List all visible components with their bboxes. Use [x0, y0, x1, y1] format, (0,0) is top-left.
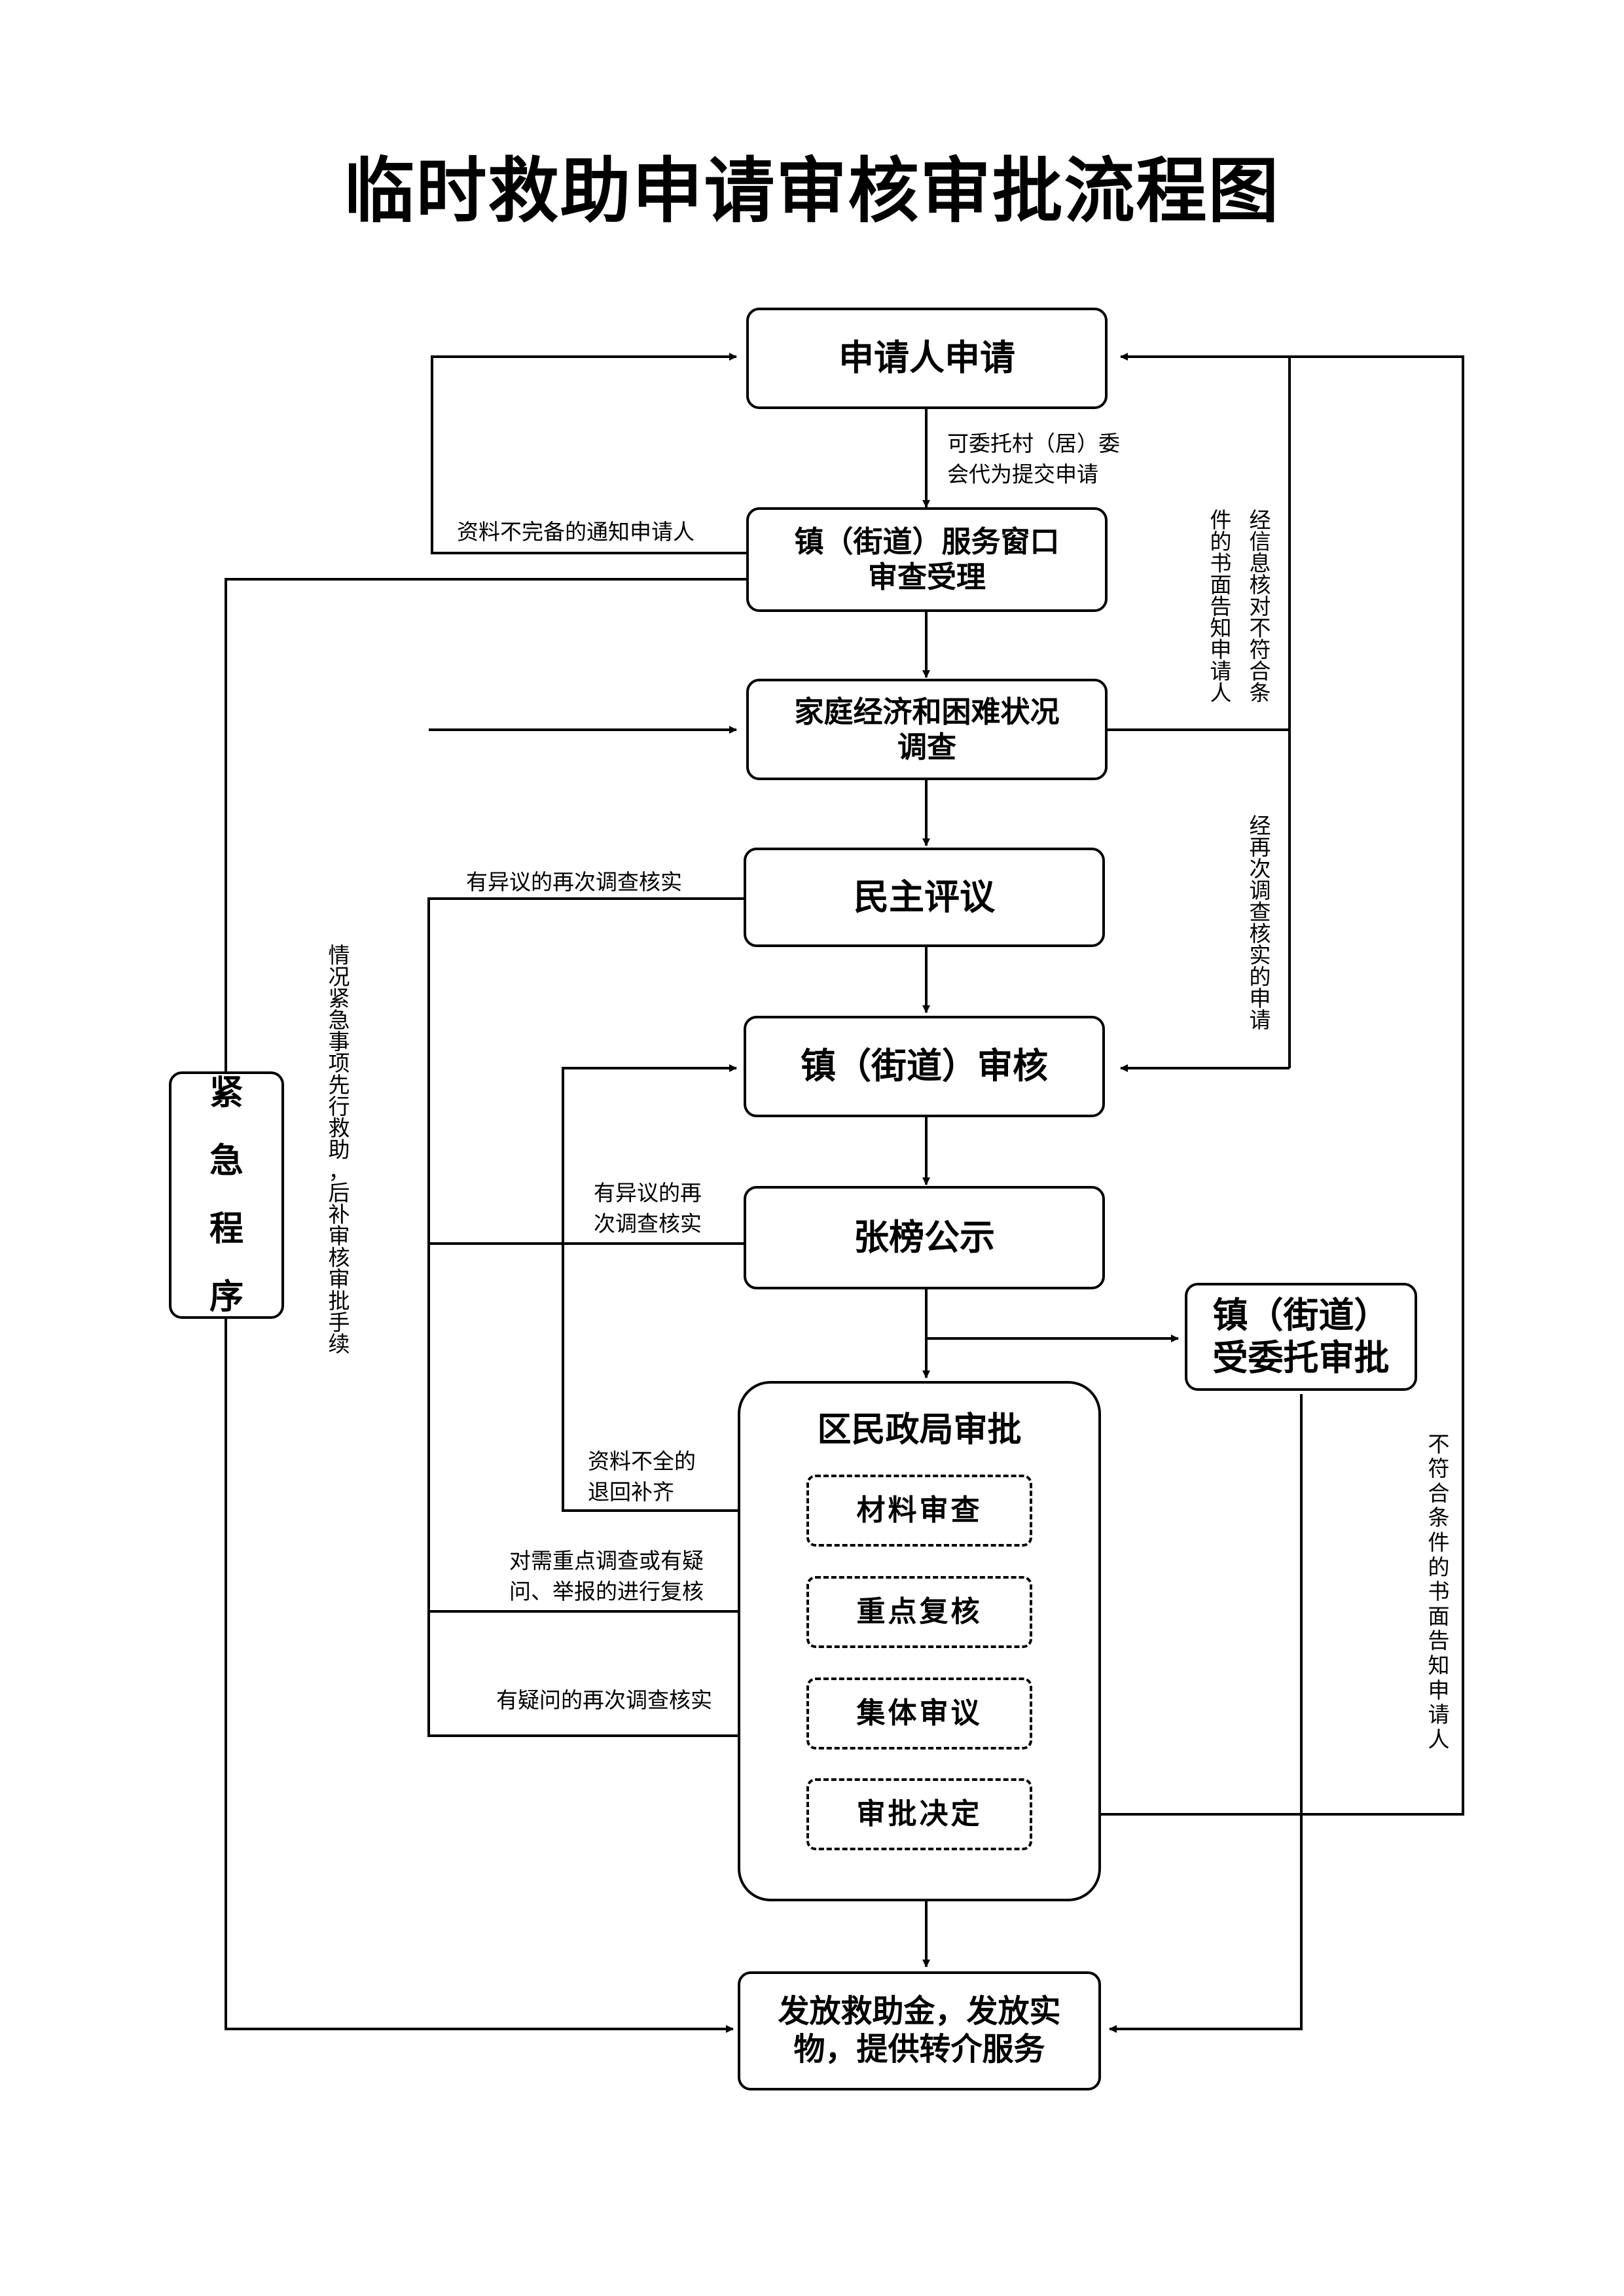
node-town-review: 镇（街道）审核 — [744, 1016, 1105, 1117]
arrow-decision-to-apply — [1033, 355, 1464, 1816]
arrow-emergency-to-issue — [225, 1319, 734, 2033]
label-entrust: 可委托村（居）委 会代为提交申请 — [947, 429, 1120, 490]
label-incomplete-notice-text: 资料不完备的通知申请人 — [457, 519, 695, 545]
page-title: 临时救助申请审核审批流程图 — [344, 150, 1280, 232]
node-democratic: 民主评议 — [744, 848, 1105, 947]
node-issue-line1: 发放救助金，发放实 — [778, 1993, 1061, 2030]
step-approval-decision: 审批决定 — [806, 1778, 1032, 1850]
label-info-check-col2: 件 的 书 面 告 知 申 请 人 — [1208, 488, 1234, 704]
node-town-review-label: 镇（街道）审核 — [801, 1045, 1048, 1087]
node-entrusted-approval: 镇（街道） 受委托审批 — [1185, 1283, 1417, 1391]
step-key-review-label: 重点复核 — [856, 1594, 983, 1628]
label-entrust-line1: 可委托村（居）委 — [947, 431, 1120, 456]
label-dispute2-line2: 次调查核实 — [594, 1210, 702, 1236]
label-resurvey-request: 经 再 次 调 查 核 实 的 申 请 — [1247, 793, 1273, 1031]
label-dispute2-line1: 有异议的再 — [594, 1180, 702, 1206]
node-emergency-label: 紧 急 程 序 — [209, 1073, 244, 1317]
node-survey-line1: 家庭经济和困难状况 — [794, 694, 1060, 729]
node-issue-aid: 发放救助金，发放实 物，提供转介服务 — [738, 1971, 1101, 2090]
label-doubt-resurvey-text: 有疑问的再次调查核实 — [496, 1687, 712, 1713]
step-collective-review: 集体审议 — [806, 1677, 1032, 1749]
label-not-eligible: 不 符 合 条 件 的 书 面 告 知 申 请 人 — [1426, 1407, 1452, 1752]
step-collective-review-label: 集体审议 — [856, 1696, 983, 1730]
label-emergency-note-text: 情 况 紧 急 事 项 先 行 救 助 ， 后 补 审 核 审 批 手 续 — [328, 942, 350, 1357]
node-bureau-label: 区民政局审批 — [817, 1410, 1022, 1450]
node-window-line2: 审查受理 — [867, 560, 986, 594]
node-issue-line2: 物，提供转介服务 — [793, 2031, 1045, 2068]
label-dispute-resurvey-2: 有异议的再 次调查核实 — [594, 1178, 702, 1240]
label-return-supplement: 资料不全的 退回补齐 — [588, 1446, 696, 1508]
arrow-entrusted-to-issue — [1109, 1394, 1303, 2033]
arrow-resurvey-loop — [427, 728, 808, 1737]
arrow-incomplete-notice — [431, 353, 748, 554]
label-key-review: 对需重点调查或有疑 问、举报的进行复核 — [509, 1546, 704, 1607]
node-apply: 申请人申请 — [746, 308, 1108, 409]
label-return-line2: 退回补齐 — [588, 1479, 674, 1505]
label-key-line1: 对需重点调查或有疑 — [509, 1548, 704, 1573]
node-entrusted-line1: 镇（街道） — [1212, 1294, 1390, 1336]
label-entrust-line2: 会代为提交申请 — [947, 461, 1098, 487]
line-window-to-emergency — [225, 578, 748, 1071]
label-dispute-resurvey: 有异议的再次调查核实 — [466, 867, 682, 898]
label-key-line2: 问、举报的进行复核 — [509, 1578, 704, 1604]
label-resurvey-request-text: 经 再 次 调 查 核 实 的 申 请 — [1249, 813, 1271, 1033]
node-publicity: 张榜公示 — [744, 1186, 1105, 1289]
label-info-check-col1-text: 经 信 息 核 对 不 符 合 条 — [1249, 507, 1271, 706]
label-dispute-resurvey-text: 有异议的再次调查核实 — [466, 869, 682, 895]
label-info-check-col2-text: 件 的 书 面 告 知 申 请 人 — [1210, 507, 1232, 706]
step-approval-decision-label: 审批决定 — [856, 1797, 983, 1831]
node-window-line1: 镇（街道）服务窗口 — [794, 524, 1060, 559]
node-democratic-label: 民主评议 — [854, 876, 995, 918]
node-publicity-label: 张榜公示 — [854, 1216, 995, 1258]
label-return-line1: 资料不全的 — [588, 1448, 696, 1474]
step-key-review: 重点复核 — [806, 1576, 1032, 1648]
node-survey: 家庭经济和困难状况 调查 — [746, 679, 1108, 780]
step-material-check: 材料审查 — [806, 1475, 1032, 1547]
node-emergency-procedure: 紧 急 程 序 — [169, 1071, 284, 1319]
node-service-window: 镇（街道）服务窗口 审查受理 — [746, 507, 1108, 612]
label-info-check-col1: 经 信 息 核 对 不 符 合 条 — [1247, 488, 1273, 704]
step-material-check-label: 材料审查 — [856, 1493, 983, 1527]
label-not-eligible-text: 不 符 合 条 件 的 书 面 告 知 申 请 人 — [1428, 1431, 1450, 1752]
node-apply-label: 申请人申请 — [839, 337, 1015, 379]
node-entrusted-line2: 受委托审批 — [1212, 1336, 1390, 1378]
label-emergency-note: 情 况 紧 急 事 项 先 行 救 助 ， 后 补 审 核 审 批 手 续 — [326, 923, 352, 1355]
arrow-return-loop — [562, 1064, 808, 1512]
label-incomplete-notice: 资料不完备的通知申请人 — [457, 517, 695, 548]
node-survey-line2: 调查 — [897, 729, 956, 764]
label-doubt-resurvey: 有疑问的再次调查核实 — [496, 1685, 712, 1716]
